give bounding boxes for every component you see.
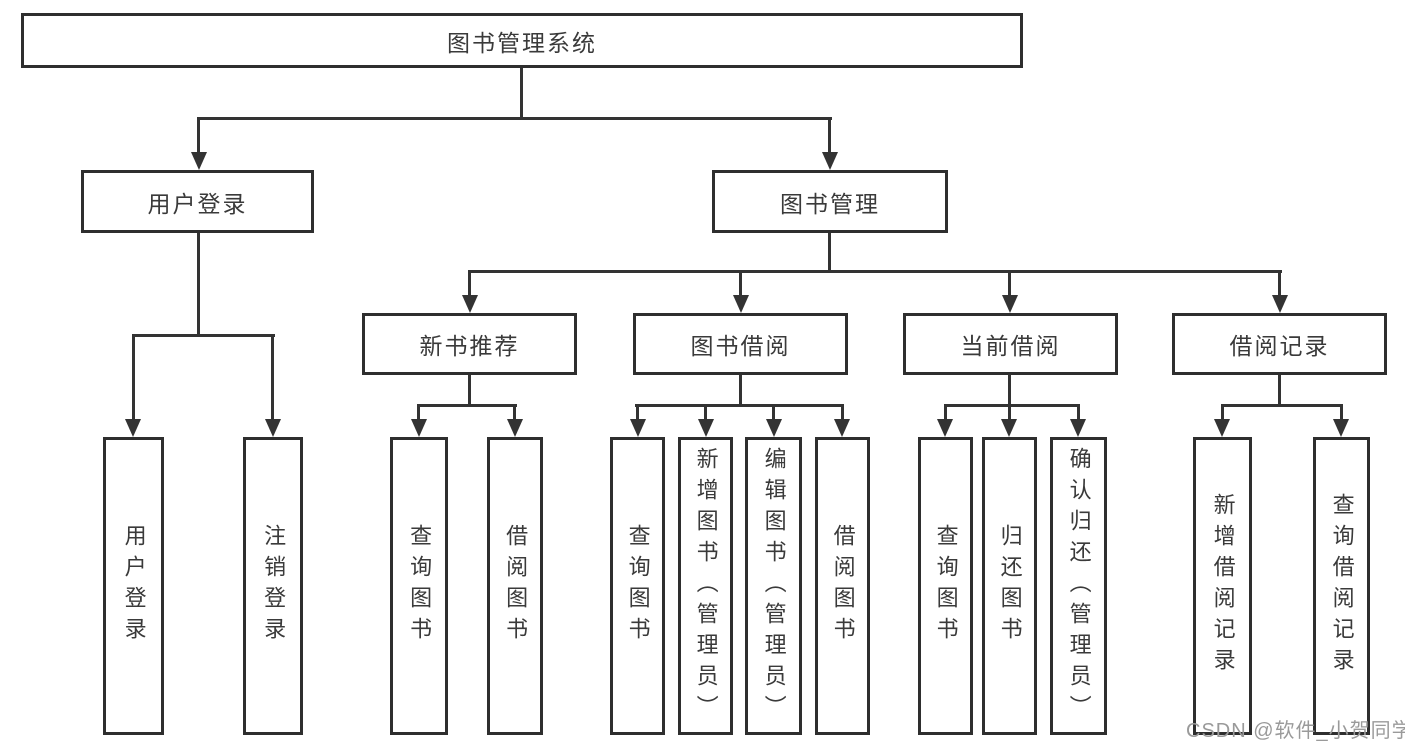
- leaf-borrowing-query-books: 查询图书: [610, 437, 665, 735]
- node-book-borrowing: 图书借阅: [633, 313, 848, 375]
- leaf-recommend-borrow-books: 借阅图书: [487, 437, 543, 735]
- connector-line: [132, 334, 135, 420]
- leaf-label: 查询图书: [933, 524, 959, 648]
- node-label: 新书推荐: [419, 333, 520, 359]
- connector-line: [828, 233, 831, 271]
- arrow-down-icon: [1214, 419, 1230, 437]
- connector-line: [197, 233, 200, 336]
- leaf-label: 用户登录: [121, 524, 147, 648]
- leaf-logout: 注销登录: [243, 437, 303, 735]
- connector-line: [417, 404, 517, 407]
- connector-line: [271, 334, 274, 420]
- node-book-management: 图书管理: [712, 170, 948, 233]
- leaf-label: 查询图书: [625, 524, 651, 648]
- leaf-label: 借阅图书: [503, 524, 529, 648]
- node-label: 图书管理: [780, 190, 880, 217]
- arrow-down-icon: [1272, 295, 1288, 313]
- arrow-down-icon: [630, 419, 646, 437]
- node-label: 图书管理系统: [447, 29, 597, 56]
- arrow-down-icon: [191, 152, 207, 170]
- connector-line: [1278, 375, 1281, 407]
- connector-line: [739, 375, 742, 407]
- leaf-label: 归还图书: [997, 524, 1023, 648]
- connector-line: [636, 404, 639, 420]
- arrow-down-icon: [766, 419, 782, 437]
- leaf-label: 确认归还（管理员）: [1066, 446, 1092, 726]
- leaf-label: 编辑图书（管理员）: [761, 446, 787, 726]
- arrow-down-icon: [462, 295, 478, 313]
- node-new-book-recommendation: 新书推荐: [362, 313, 577, 375]
- connector-line: [841, 404, 844, 420]
- connector-line: [828, 117, 831, 153]
- leaf-label: 借阅图书: [830, 524, 856, 648]
- connector-line: [944, 404, 1080, 407]
- leaf-borrowing-add-book-admin: 新增图书（管理员）: [678, 437, 733, 735]
- leaf-current-query-books: 查询图书: [918, 437, 973, 735]
- connector-line: [513, 404, 516, 420]
- arrow-down-icon: [125, 419, 141, 437]
- node-label: 图书借阅: [690, 333, 791, 359]
- node-user-login: 用户登录: [81, 170, 314, 233]
- leaf-label: 新增图书（管理员）: [693, 446, 719, 726]
- connector-line: [944, 404, 947, 420]
- leaf-label: 新增借阅记录: [1210, 493, 1236, 679]
- node-borrowing-records: 借阅记录: [1172, 313, 1387, 375]
- connector-line: [704, 404, 707, 420]
- node-label: 当前借阅: [960, 333, 1061, 359]
- arrow-down-icon: [265, 419, 281, 437]
- connector-line: [417, 404, 420, 420]
- connector-line: [468, 375, 471, 407]
- arrow-down-icon: [698, 419, 714, 437]
- connector-line: [197, 117, 832, 120]
- connector-line: [520, 68, 523, 118]
- leaf-label: 查询图书: [407, 524, 433, 648]
- arrow-down-icon: [834, 419, 850, 437]
- arrow-down-icon: [411, 419, 427, 437]
- connector-line: [1008, 270, 1011, 296]
- node-current-borrowing: 当前借阅: [903, 313, 1118, 375]
- connector-line: [1221, 404, 1224, 420]
- connector-line: [197, 117, 200, 153]
- arrow-down-icon: [507, 419, 523, 437]
- connector-line: [1008, 404, 1011, 420]
- leaf-label: 注销登录: [261, 524, 287, 648]
- connector-line: [1077, 404, 1080, 420]
- leaf-current-return-books: 归还图书: [982, 437, 1037, 735]
- node-label: 用户登录: [147, 190, 248, 217]
- arrow-down-icon: [822, 152, 838, 170]
- connector-line: [1340, 404, 1343, 420]
- connector-line: [468, 270, 1282, 273]
- connector-line: [132, 334, 275, 337]
- csdn-watermark: CSDN @软件_小贺同学: [1186, 720, 1405, 742]
- arrow-down-icon: [937, 419, 953, 437]
- arrow-down-icon: [1001, 419, 1017, 437]
- arrow-down-icon: [1070, 419, 1086, 437]
- leaf-recommend-query-books: 查询图书: [390, 437, 448, 735]
- node-label: 借阅记录: [1229, 333, 1330, 359]
- arrow-down-icon: [733, 295, 749, 313]
- node-library-management-system: 图书管理系统: [21, 13, 1023, 68]
- connector-line: [635, 404, 844, 407]
- connector-line: [739, 270, 742, 296]
- connector-line: [1278, 270, 1281, 296]
- connector-line: [1221, 404, 1343, 407]
- leaf-user-login: 用户登录: [103, 437, 164, 735]
- leaf-current-confirm-return-admin: 确认归还（管理员）: [1050, 437, 1107, 735]
- connector-line: [1008, 374, 1011, 407]
- leaf-borrowing-borrow-books: 借阅图书: [815, 437, 870, 735]
- leaf-borrowing-edit-book-admin: 编辑图书（管理员）: [745, 437, 802, 735]
- connector-line: [772, 404, 775, 420]
- connector-line: [468, 270, 471, 296]
- leaf-records-query-record: 查询借阅记录: [1313, 437, 1370, 735]
- arrow-down-icon: [1333, 419, 1349, 437]
- leaf-records-add-record: 新增借阅记录: [1193, 437, 1252, 735]
- arrow-down-icon: [1002, 295, 1018, 313]
- leaf-label: 查询借阅记录: [1329, 493, 1355, 679]
